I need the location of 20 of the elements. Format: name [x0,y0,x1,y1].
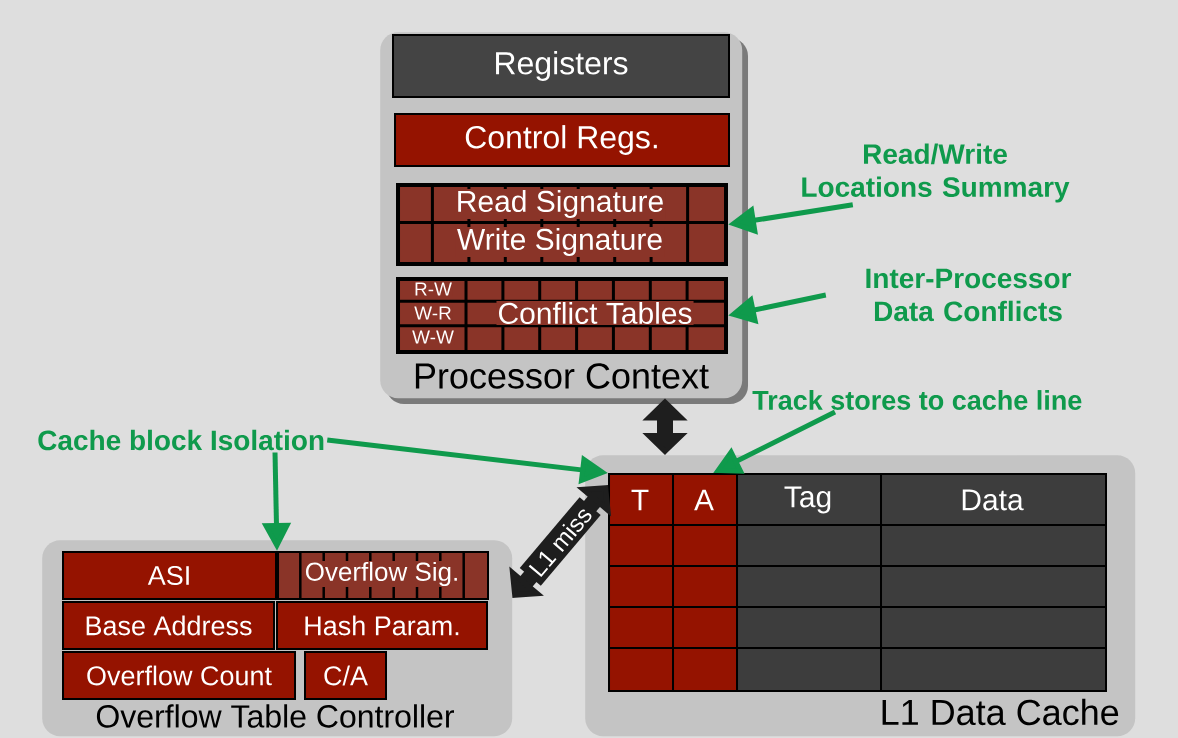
signature-table: R-W W-R W-W Conflict Tables [396,277,728,354]
annotation-text: Inter-Processor Data Conflicts [866,268,1072,322]
cache-column: Tag [735,473,882,692]
annotation-text: Track stores to cache line [752,390,1082,410]
field-box: ASI [62,551,277,600]
panel-title: Overflow Table Controller [96,704,454,728]
panel-title: Processor Context [415,363,709,389]
field-box: Control Regs. [394,113,730,167]
cache-column: A [671,473,738,692]
field-box: Base Address [62,601,275,650]
field-box: Overflow Sig. [277,551,489,600]
cache-column: T [607,473,674,692]
register-box: Registers [392,34,730,98]
cache-column: Data [879,473,1107,692]
field-box: C/A [304,651,387,700]
annotation-text: Read/Write Locations Summary [802,143,1070,203]
annotation-text: Cache block Isolation [38,429,324,451]
field-box: Overflow Count [62,651,296,700]
signature-table: Read Signature Write Signature [396,183,728,266]
panel-title: L1 Data Cache [882,698,1119,726]
